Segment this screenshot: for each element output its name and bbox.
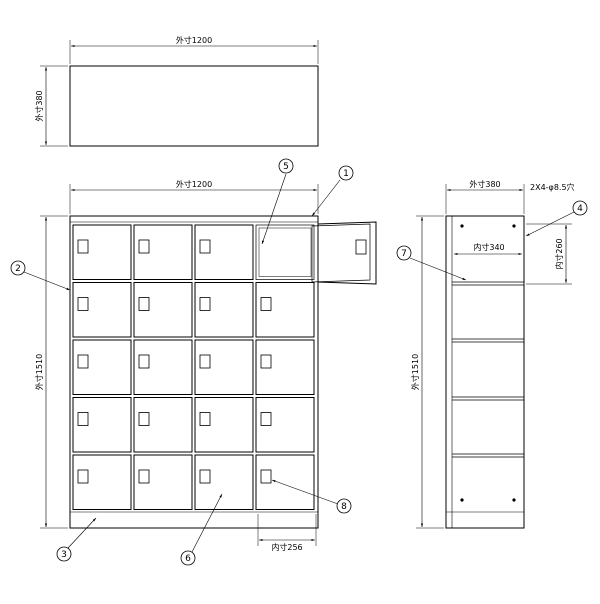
door-nameplate (199, 354, 211, 369)
mount-hole (460, 224, 464, 228)
callout-7-label: 7 (401, 249, 407, 259)
locker-door (194, 397, 254, 453)
open-compartment (255, 224, 315, 280)
callout-7 (396, 245, 412, 261)
compartment-interior (258, 227, 312, 277)
door-nameplate (199, 469, 211, 484)
holes-label: 2X4-φ8.5穴 (530, 182, 575, 192)
locker-door (133, 454, 193, 510)
door-nameplate (138, 469, 150, 484)
callout-8-label: 8 (341, 502, 347, 512)
open-door (311, 221, 377, 285)
locker-door (133, 397, 193, 453)
cabinet-body (69, 215, 319, 529)
top-view-outline (69, 65, 319, 147)
locker-door (133, 339, 193, 395)
mount-hole (512, 498, 516, 502)
door-nameplate (260, 469, 272, 484)
side-height-label: 外寸1510 (410, 354, 420, 390)
callout-5 (278, 158, 294, 174)
side-shelves (452, 281, 524, 458)
locker-door (72, 454, 132, 510)
door-nameplate (199, 297, 211, 311)
open-door-nameplate (355, 239, 367, 255)
callouts: 1 2 3 4 5 6 7 8 (10, 158, 588, 566)
side-body (445, 215, 525, 529)
callout-4-label: 4 (577, 204, 583, 214)
callout-4 (572, 200, 588, 216)
locker-door (72, 224, 132, 280)
callout-1 (338, 165, 354, 181)
callout-3-label: 3 (61, 550, 67, 560)
side-inner-height-label: 内寸260 (554, 238, 564, 269)
front-width-label: 外寸1200 (176, 179, 212, 189)
locker-door (255, 339, 315, 395)
door-nameplate (260, 354, 272, 369)
top-depth-label: 外寸380 (34, 90, 44, 121)
locker-door (194, 224, 254, 280)
locker-door (194, 282, 254, 338)
side-depth-label: 外寸380 (469, 179, 500, 189)
door-nameplate (77, 469, 89, 484)
door-nameplate (138, 297, 150, 311)
locker-door (133, 282, 193, 338)
inner-width-label: 内寸256 (271, 542, 302, 552)
mount-hole (512, 224, 516, 228)
callout-1-label: 1 (343, 169, 349, 179)
door-nameplate (199, 239, 211, 254)
door-nameplate (199, 412, 211, 426)
side-inner-depth-label: 内寸340 (473, 242, 504, 252)
side-view: 外寸380 2X4-φ8.5穴 内寸340 内寸260 外寸1510 (410, 179, 575, 529)
callout-6-label: 6 (185, 554, 191, 564)
locker-grid (72, 224, 315, 510)
callout-8 (336, 498, 352, 514)
locker-door (194, 454, 254, 510)
front-height-label: 外寸1510 (34, 354, 44, 390)
top-view: 外寸1200 外寸380 (34, 35, 319, 147)
callout-2-label: 2 (15, 264, 21, 274)
locker-door (255, 282, 315, 338)
callout-5-label: 5 (283, 162, 289, 172)
locker-door (255, 397, 315, 453)
callout-6 (180, 550, 196, 566)
locker-door (194, 339, 254, 395)
door-nameplate (77, 297, 89, 311)
door-nameplate (77, 412, 89, 426)
callout-2 (10, 260, 26, 276)
door-nameplate (77, 239, 89, 254)
locker-door (72, 397, 132, 453)
mount-hole (460, 498, 464, 502)
locker-door (133, 224, 193, 280)
door-nameplate (138, 354, 150, 369)
locker-door (72, 339, 132, 395)
door-nameplate (77, 354, 89, 369)
front-view: 外寸1200 外寸1510 内寸256 (34, 179, 377, 552)
locker-door (72, 282, 132, 338)
door-nameplate (138, 239, 150, 254)
locker-door (255, 454, 315, 510)
top-width-label: 外寸1200 (176, 35, 212, 45)
door-nameplate (138, 412, 150, 426)
door-nameplate (260, 412, 272, 426)
door-nameplate (260, 297, 272, 311)
callout-3 (56, 546, 72, 562)
